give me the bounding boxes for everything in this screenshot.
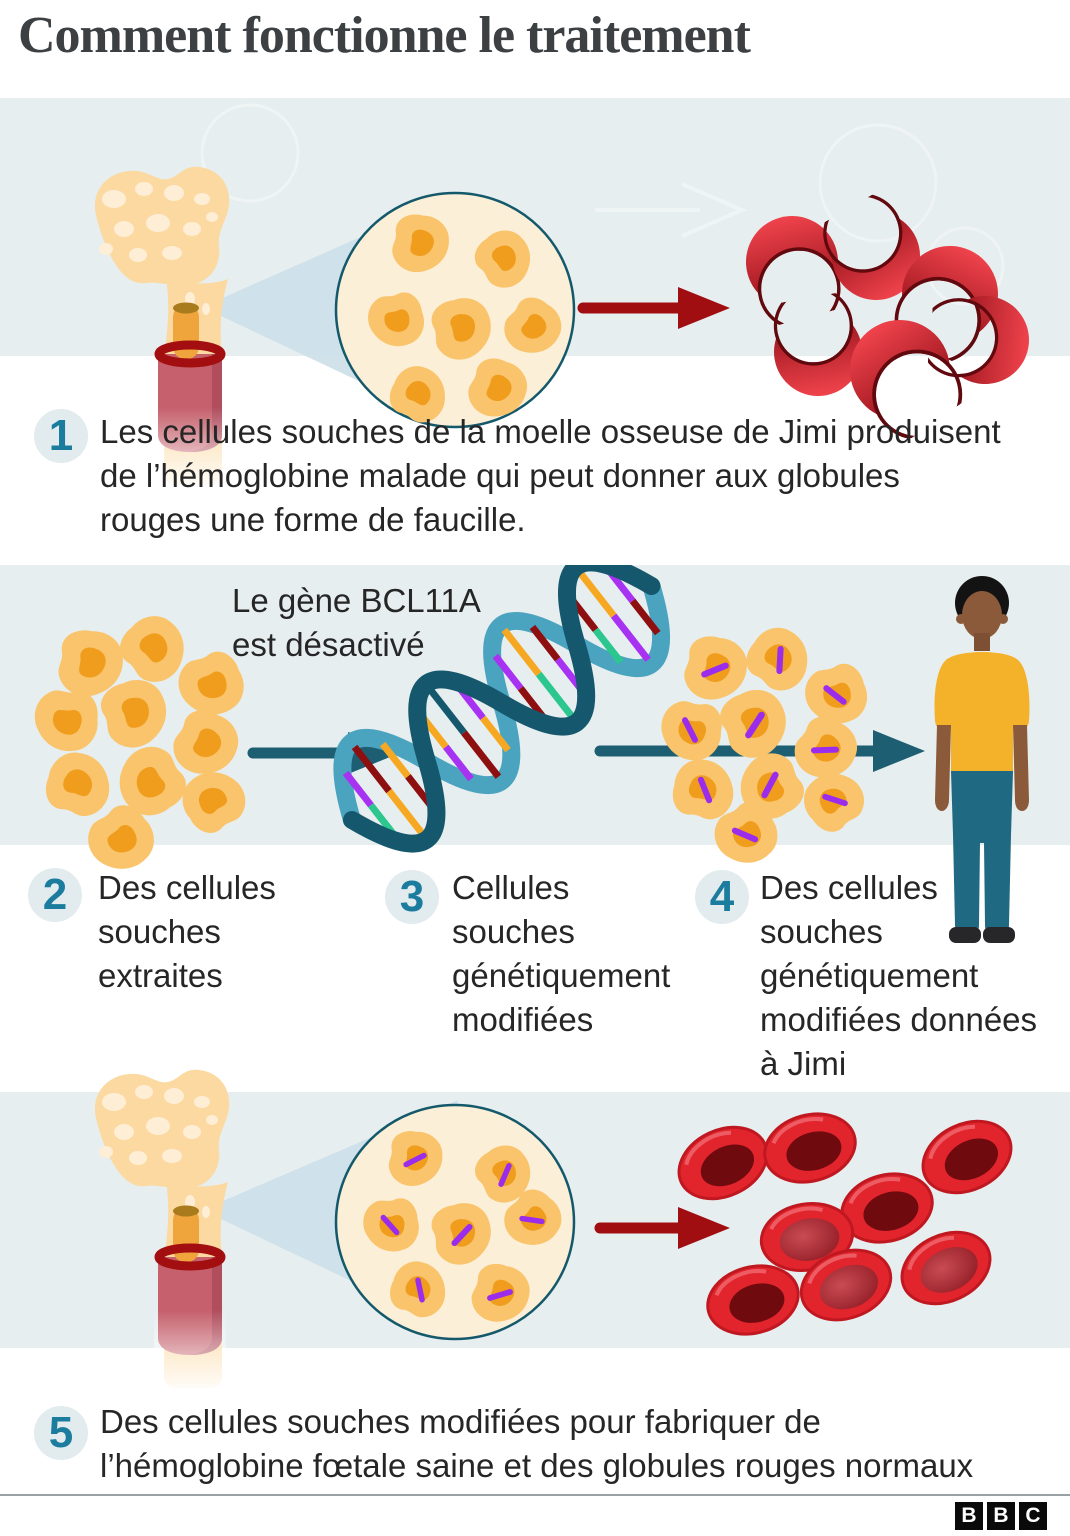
text-line: de l’hémoglobine malade qui peut donner …: [100, 457, 900, 494]
text-line: Des cellules souches modifiées pour fabr…: [100, 1403, 821, 1440]
text-line: souches: [98, 913, 221, 950]
footer-divider: [0, 1494, 1070, 1496]
step-2-text: Des cellules souches extraites: [98, 866, 276, 998]
section-2-background-band: [0, 565, 1070, 845]
text-line: l’hémoglobine fœtale saine et des globul…: [100, 1447, 974, 1484]
text-line: Les cellules souches de la moelle osseus…: [100, 413, 1001, 450]
text-line: Des cellules: [760, 869, 938, 906]
page-title: Comment fonctionne le traitement: [18, 7, 751, 64]
step-1-text: Les cellules souches de la moelle osseus…: [100, 410, 1001, 542]
text-line: Des cellules: [98, 869, 276, 906]
step-5-text: Des cellules souches modifiées pour fabr…: [100, 1400, 973, 1488]
text-line: est désactivé: [232, 626, 425, 663]
text-line: modifiées données: [760, 1001, 1038, 1038]
text-line: à Jimi: [760, 1045, 847, 1082]
text-line: génétiquement: [760, 957, 979, 994]
bbc-logo-block: C: [1019, 1502, 1047, 1530]
section-1-background-band: [0, 98, 1070, 356]
text-line: Le gène BCL11A: [232, 582, 481, 619]
text-line: modifiées: [452, 1001, 594, 1038]
step-3-badge: 3: [385, 870, 439, 924]
step-2-badge: 2: [28, 868, 82, 922]
step-5-badge: 5: [34, 1406, 88, 1460]
text-line: Cellules: [452, 869, 570, 906]
step-1-badge: 1: [34, 409, 88, 463]
bbc-logo: B B C: [955, 1502, 1047, 1530]
step-4-text: Des cellules souches génétiquement modif…: [760, 866, 1037, 1086]
text-line: génétiquement: [452, 957, 671, 994]
gene-annotation: Le gène BCL11A est désactivé: [232, 579, 481, 667]
text-line: extraites: [98, 957, 223, 994]
bbc-logo-block: B: [955, 1502, 983, 1530]
section-3-background-band: [0, 1092, 1070, 1348]
text-line: rouges une forme de faucille.: [100, 501, 526, 538]
step-4-badge: 4: [695, 870, 749, 924]
text-line: souches: [760, 913, 883, 950]
bbc-logo-block: B: [987, 1502, 1015, 1530]
text-line: souches: [452, 913, 575, 950]
step-3-text: Cellules souches génétiquement modifiées: [452, 866, 670, 1042]
